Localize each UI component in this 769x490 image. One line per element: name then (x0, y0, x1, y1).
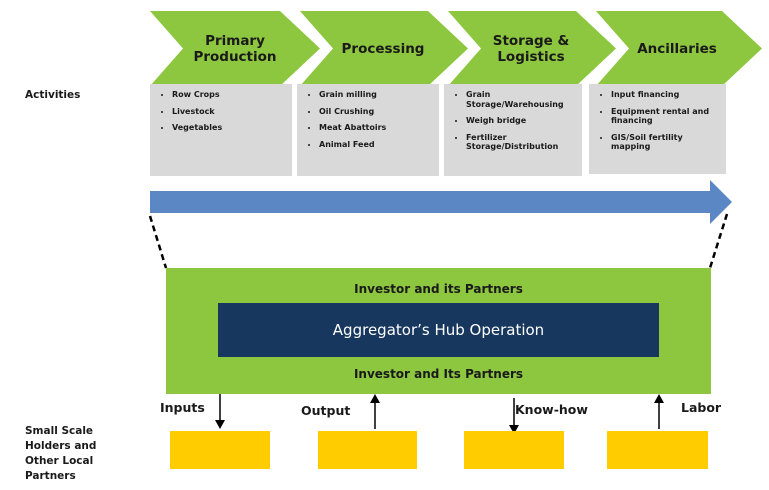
activity-box-ancillaries: Input financing Equipment rental and fin… (589, 84, 726, 174)
flow-arrow-output (370, 394, 380, 429)
list-item: Oil Crushing (319, 107, 431, 117)
list-item: Row Crops (172, 90, 284, 100)
flow-label-inputs: Inputs (160, 400, 205, 415)
dashed-connector-left (148, 215, 168, 269)
list-item: Input financing (611, 90, 718, 100)
list-item: Grain milling (319, 90, 431, 100)
list-item: Vegetables (172, 123, 284, 133)
chevron-ancillaries (596, 11, 762, 86)
list-item: Fertilizer Storage/Distribution (466, 133, 574, 152)
row-label-smallholders: Small Scale Holders and Other Local Part… (25, 425, 97, 482)
list-item: Livestock (172, 107, 284, 117)
row-label-activities: Activities (25, 89, 81, 101)
partner-label-top: Investor and its Partners (354, 282, 523, 296)
chevron-primary-production (150, 11, 320, 86)
flow-label-output: Output (301, 403, 351, 418)
smallholder-box-2 (318, 431, 417, 469)
list-item: Equipment rental and financing (611, 107, 718, 126)
list-item: Weigh bridge (466, 116, 574, 126)
smallholder-box-1 (170, 431, 270, 469)
stage-label-primary-production: Primary Production (193, 32, 277, 65)
list-item: Meat Abattoirs (319, 123, 431, 133)
stage-label-processing: Processing (341, 40, 425, 57)
value-chain-arrow (150, 180, 732, 224)
chevron-processing (300, 11, 468, 86)
activity-box-storage-logistics: Grain Storage/Warehousing Weigh bridge F… (444, 84, 582, 176)
flow-label-know-how: Know-how (515, 402, 588, 417)
activity-box-primary-production: Row Crops Livestock Vegetables (150, 84, 292, 176)
dashed-connector-right (708, 213, 729, 269)
smallholder-box-3 (464, 431, 564, 469)
partner-label-bottom: Investor and Its Partners (353, 367, 524, 381)
smallholder-box-4 (607, 431, 708, 469)
list-item: Grain Storage/Warehousing (466, 90, 574, 109)
stage-label-storage-logistics: Storage & Logistics (492, 32, 570, 65)
chevron-storage-logistics (448, 11, 616, 86)
list-item: Animal Feed (319, 140, 431, 150)
flow-label-labor: Labor (681, 400, 722, 415)
flow-arrow-know-how (509, 398, 519, 434)
activity-box-processing: Grain milling Oil Crushing Meat Abattoir… (297, 84, 439, 176)
flow-arrow-inputs (215, 394, 225, 429)
stage-label-ancillaries: Ancillaries (637, 40, 717, 57)
flow-arrow-labor (654, 394, 664, 429)
aggregator-hub-box: Aggregator’s Hub Operation (218, 303, 659, 357)
list-item: GIS/Soil fertility mapping (611, 133, 718, 152)
